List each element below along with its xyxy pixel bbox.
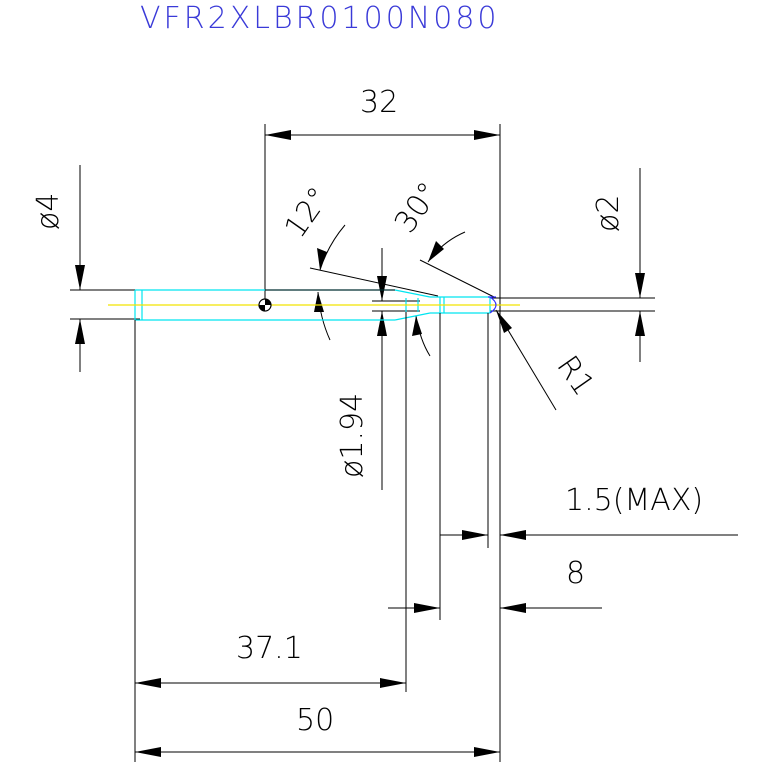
dim-label-371: 37.1 (236, 631, 303, 666)
arrow-8-right (500, 603, 526, 613)
dim-label-32: 32 (360, 85, 398, 120)
arrow-371-left (135, 678, 161, 688)
radius-r1: R1 (495, 309, 601, 411)
arrow-12-upper (317, 248, 327, 270)
arrow-15-right (500, 530, 526, 540)
center-marker (258, 298, 272, 312)
dimension-371: 37.1 (135, 631, 406, 688)
arrow-right-32 (474, 130, 500, 140)
angle-30: 30° (388, 176, 497, 357)
angle-label-30: 30° (388, 176, 447, 240)
angle-label-12: 12° (278, 181, 337, 245)
dimension-32: 32 (264, 85, 501, 310)
dimension-50: 50 (135, 703, 500, 757)
arrow-194-top (377, 276, 387, 301)
dim-label-15-max: 1.5(MAX) (565, 483, 703, 518)
ball-nose-tip (489, 296, 497, 314)
arrow-30-upper (428, 241, 444, 262)
dimension-dia-2: ø2 (490, 168, 655, 362)
arrow-dia2-top (635, 273, 645, 298)
arrow-30-lower (412, 316, 422, 336)
arrow-dia4-bottom (75, 319, 85, 344)
radius-label-r1: R1 (549, 350, 601, 403)
arrow-dia2-bottom (635, 311, 645, 336)
dim-label-50: 50 (296, 703, 334, 738)
dim-label-dia-4: ø4 (31, 193, 66, 230)
arrow-dia4-top (75, 265, 85, 290)
arrow-194-bottom (377, 311, 387, 336)
arrow-r1 (496, 310, 512, 333)
dim-label-8: 8 (566, 556, 585, 591)
dim-label-dia-2: ø2 (591, 195, 626, 232)
arrow-50-left (135, 747, 161, 757)
arrow-371-right (380, 678, 406, 688)
arrow-15-left (462, 530, 488, 540)
dim-label-dia-194: ø1.94 (335, 393, 370, 478)
dimension-15-max: 1.5(MAX) (440, 483, 738, 540)
arrow-12-lower (314, 292, 324, 312)
arrow-8-left (414, 603, 440, 613)
dimension-dia-4: ø4 (31, 165, 140, 372)
dimension-8: 8 (388, 556, 602, 613)
arrow-50-right (474, 747, 500, 757)
drawing-title: VFR2XLBR0100N080 (140, 1, 500, 36)
dimension-dia-194: ø1.94 (335, 248, 420, 490)
arrow-left-32 (265, 130, 291, 140)
